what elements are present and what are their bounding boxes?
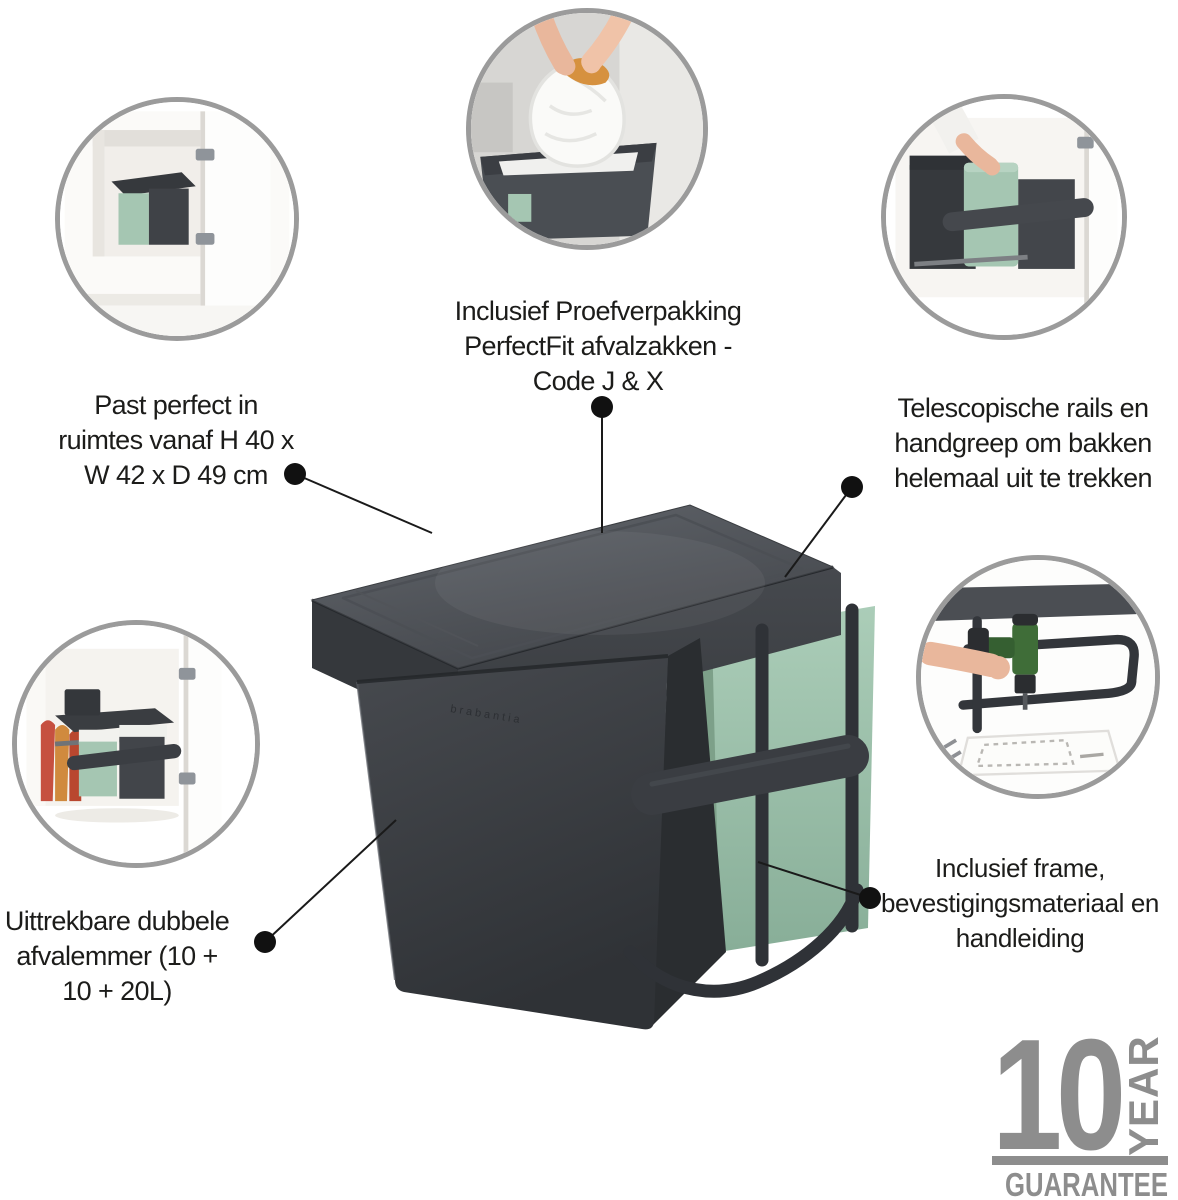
telescopic-rail	[914, 254, 1028, 267]
mint-bucket	[118, 193, 149, 245]
leader-dot-double-bin	[254, 931, 276, 953]
product-render-pullout-bin: brabantia	[310, 504, 875, 1030]
drill-assembling-frame-photo	[921, 560, 1155, 794]
dark-bucket	[1018, 179, 1075, 269]
bin-body	[357, 656, 668, 1030]
mint-bucket-edge	[508, 193, 532, 222]
guarantee-word: GUARANTEE	[1004, 1166, 1168, 1200]
leader-dot-trial-bags	[591, 396, 613, 418]
small-caddy	[64, 689, 101, 716]
mint-bucket	[78, 741, 117, 797]
callout-included-frame: Inclusief frame, bevestigingsmateriaal e…	[880, 853, 1159, 953]
dark-bucket	[148, 188, 189, 245]
frame-tube-bottom	[623, 883, 864, 998]
removing-full-bag-photo	[471, 13, 703, 245]
bin-lid	[111, 172, 196, 196]
frame-handle	[66, 744, 182, 771]
bin-inside-cabinet-photo	[60, 102, 294, 336]
frame-handle	[942, 198, 1094, 232]
guarantee-underline	[992, 1156, 1168, 1165]
guarantee-logo: 10 YEAR GUARANTEE	[992, 1016, 1168, 1200]
photo-bubble-bin-inside-cabinet	[55, 97, 299, 341]
liner-mint	[78, 729, 120, 744]
instruction-sheet	[956, 729, 1122, 777]
photo-bubble-lifting-mint-bucket	[881, 94, 1127, 340]
pullout-fully-extended-photo	[17, 625, 255, 863]
guarantee-year-vertical: YEAR	[1120, 1035, 1167, 1156]
callout-telescopic-rails: Telescopische rails en handgreep om bakk…	[894, 393, 1152, 493]
callout-double-bin: Uittrekbare dubbele afvalemmer (10 + 10 …	[4, 906, 230, 1006]
cabinet-door	[183, 634, 222, 854]
liner-dark	[119, 724, 167, 740]
callout-dimensions: Past perfect in ruimtes vanaf H 40 x W 4…	[58, 390, 294, 490]
callout-trial-bags: Inclusief Proefverpakking PerfectFit afv…	[454, 296, 742, 396]
door-hinge	[1077, 136, 1094, 149]
worktop	[935, 583, 1146, 621]
cabinet-door	[200, 111, 271, 318]
guarantee-number: 10	[992, 1007, 1126, 1183]
door-hinges	[195, 148, 215, 245]
photo-bubble-pullout-fully-extended	[12, 620, 260, 868]
frame-handle	[631, 735, 869, 815]
lifting-mint-bucket-photo	[886, 99, 1122, 335]
photo-bubble-removing-full-bag	[466, 8, 708, 250]
hand	[921, 641, 1003, 677]
photo-bubble-drill-assembling-frame	[916, 555, 1160, 799]
